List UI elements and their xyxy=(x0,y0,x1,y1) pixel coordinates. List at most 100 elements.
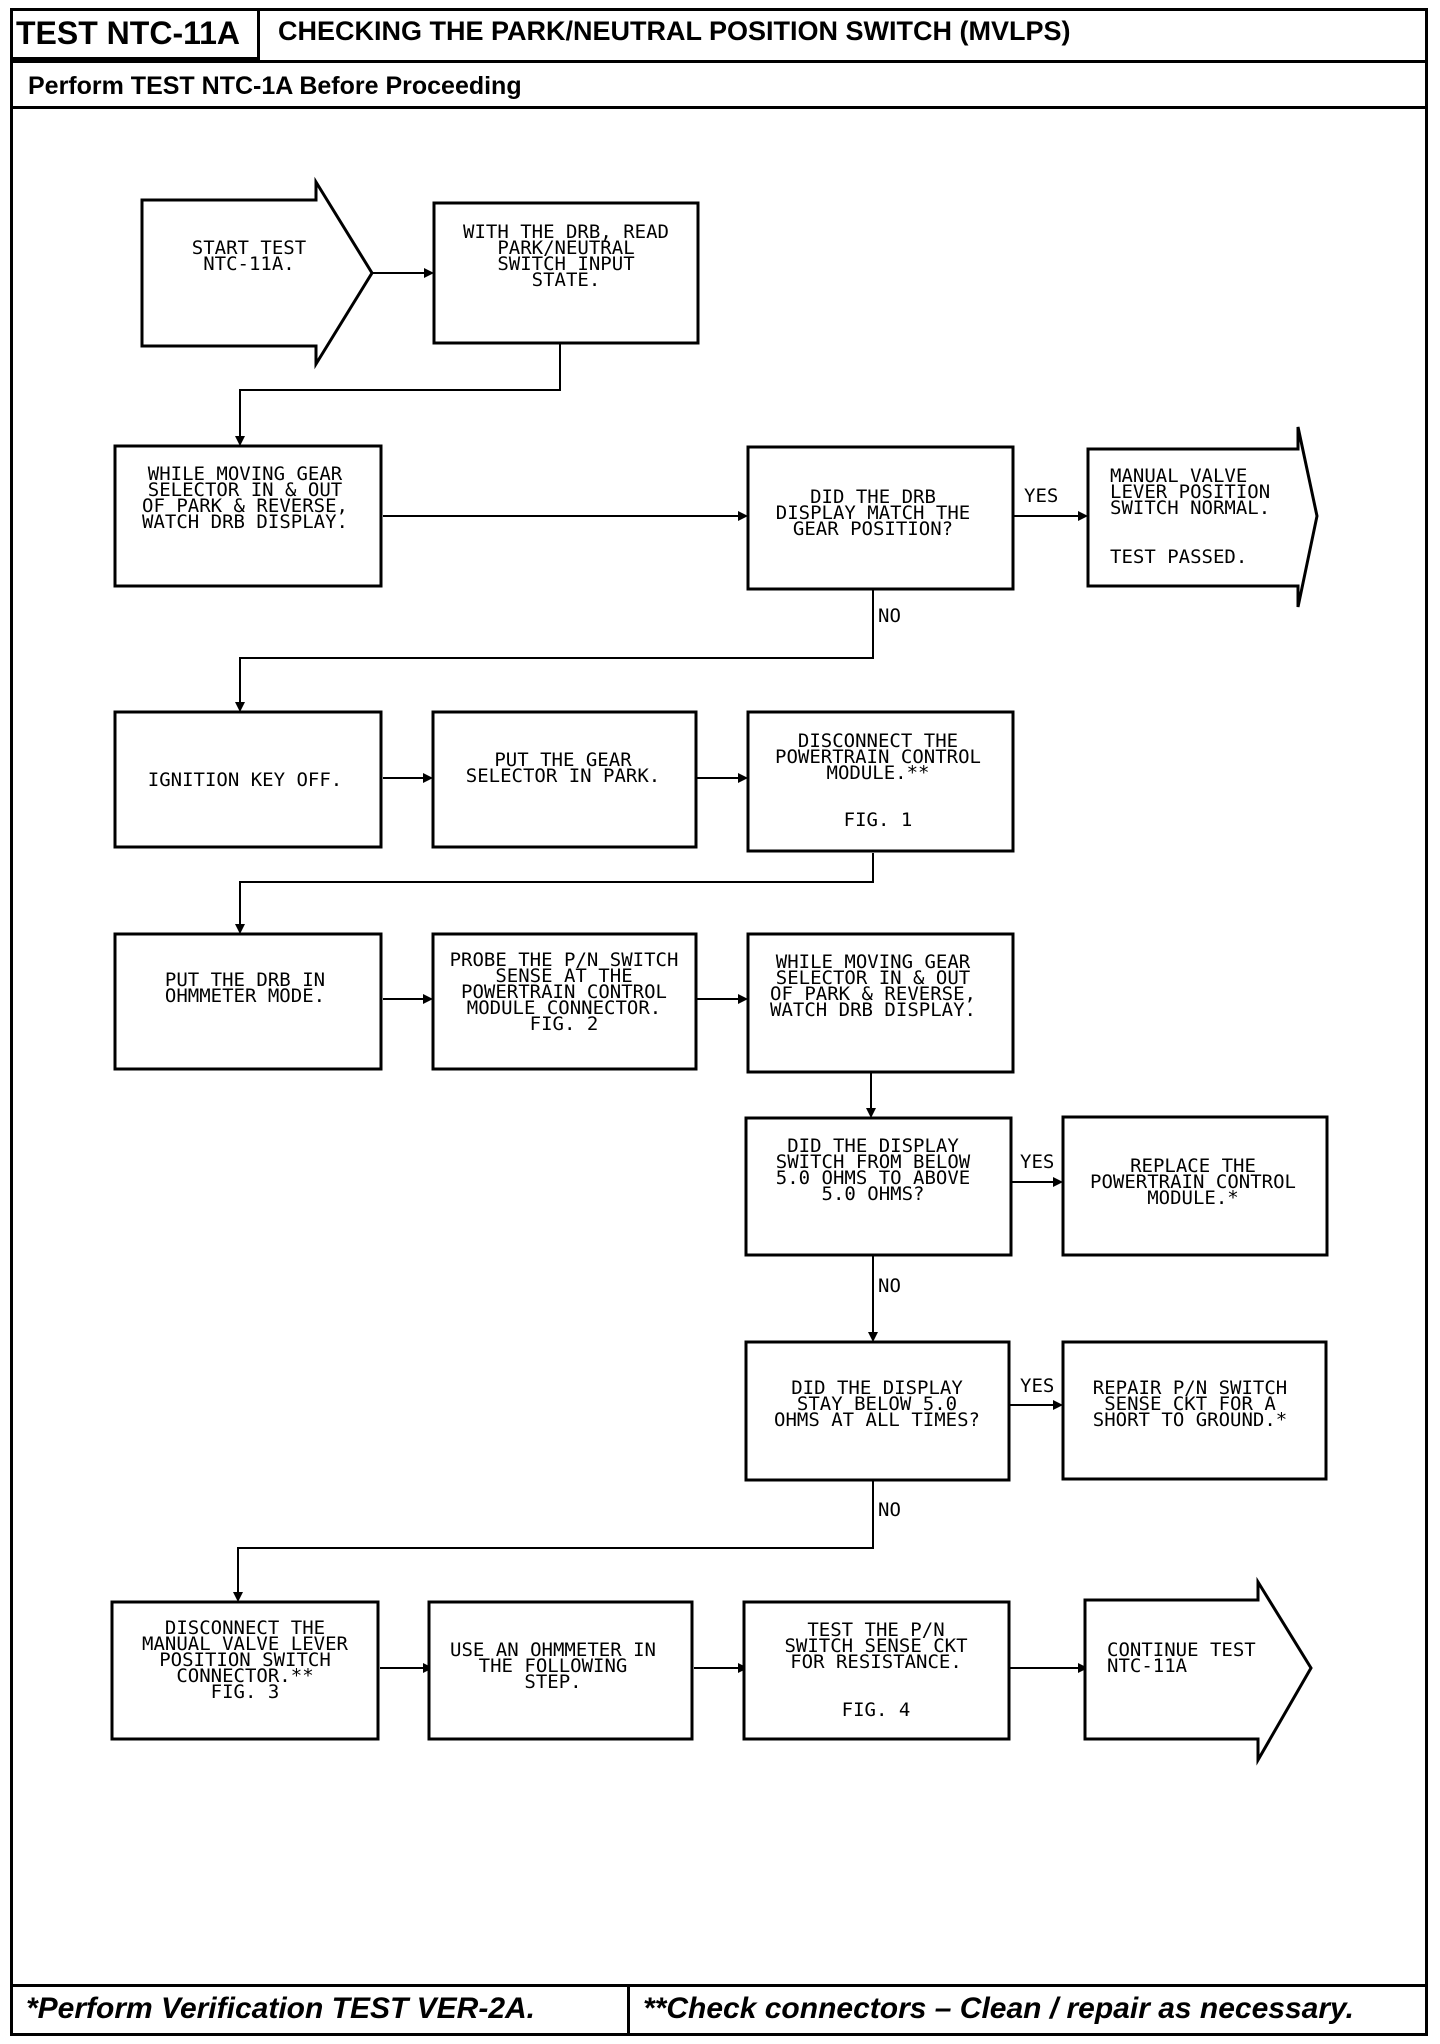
label-line: DID THE DISPLAY xyxy=(791,1377,963,1399)
label-line: OF PARK & REVERSE, xyxy=(142,495,348,517)
label-line: CONNECTOR.** xyxy=(176,1665,313,1687)
label-line: MANUAL VALVE LEVER xyxy=(142,1633,348,1655)
no-label: NO xyxy=(878,605,901,627)
prerequisite-note: Perform TEST NTC-1A Before Proceeding xyxy=(28,72,522,100)
label-line: REPAIR P/N SWITCH xyxy=(1093,1377,1287,1399)
label-line: DID THE DRB xyxy=(810,486,936,508)
probe-box xyxy=(431,932,698,1071)
label-line: SELECTOR IN & OUT xyxy=(148,479,342,501)
label-line: USE AN OHMMETER IN xyxy=(450,1639,656,1661)
q-below-box xyxy=(744,1340,1011,1482)
label-line: THE FOLLOWING xyxy=(479,1655,628,1677)
q-switch-box xyxy=(744,1116,1013,1257)
label-line: TEST THE P/N xyxy=(807,1619,944,1641)
label-line: POWERTRAIN CONTROL xyxy=(1090,1171,1296,1193)
continue-arrow-shape xyxy=(1083,1576,1313,1766)
move-gear-1-box xyxy=(113,444,383,588)
start-arrow-shape xyxy=(140,176,374,370)
page-title: CHECKING THE PARK/NEUTRAL POSITION SWITC… xyxy=(278,16,1071,46)
label-line: SELECTOR IN PARK. xyxy=(466,765,660,787)
label-line: POWERTRAIN CONTROL xyxy=(461,981,667,1003)
label-line: OHMS AT ALL TIMES? xyxy=(774,1409,980,1431)
label-line: STAY BELOW 5.0 xyxy=(797,1393,957,1415)
label-line: SWITCH INPUT xyxy=(497,253,634,275)
header-divider xyxy=(10,106,1428,109)
label-line: MANUAL VALVE xyxy=(1110,465,1247,487)
label-line: DISCONNECT THE xyxy=(798,730,958,752)
replace-pcm-box xyxy=(1061,1115,1329,1257)
label-line: FIG. 2 xyxy=(530,1013,599,1035)
disconnect-pcm-fig: FIG. 1 xyxy=(844,809,913,831)
use-ohm-box xyxy=(427,1600,694,1741)
yes-label: YES xyxy=(1024,485,1058,507)
label-line: PUT THE GEAR xyxy=(494,749,632,771)
gear-park-box xyxy=(431,710,698,849)
label-line: WATCH DRB DISPLAY. xyxy=(770,999,976,1021)
label-line: 5.0 OHMS TO ABOVE xyxy=(776,1167,970,1189)
no-label: NO xyxy=(878,1499,901,1521)
page-frame xyxy=(10,8,1428,2036)
read-drb-box xyxy=(432,201,700,345)
label-line: 5.0 OHMS? xyxy=(822,1183,925,1205)
label-line: SENSE CKT FOR A xyxy=(1104,1393,1276,1415)
disconnect-mvlps-box xyxy=(110,1600,380,1741)
label-line: START TEST xyxy=(192,237,306,259)
label-line: WHILE MOVING GEAR xyxy=(776,951,971,973)
ignition-off-box xyxy=(113,710,383,849)
label-line: PUT THE DRB IN xyxy=(165,969,325,991)
yes-label: YES xyxy=(1020,1151,1054,1173)
ignition-off-label: IGNITION KEY OFF. xyxy=(148,769,342,791)
flow-shapes xyxy=(110,176,1329,1766)
label-line: FIG. 3 xyxy=(211,1681,280,1703)
label-line: FOR RESISTANCE. xyxy=(790,1651,962,1673)
label-line: WITH THE DRB, READ xyxy=(463,221,669,243)
label-line: SWITCH SENSE CKT xyxy=(784,1635,967,1657)
label-line: LEVER POSITION xyxy=(1110,481,1270,503)
label-line: POWERTRAIN CONTROL xyxy=(775,746,981,768)
test-pn-box xyxy=(742,1600,1011,1741)
repair-box xyxy=(1061,1340,1328,1481)
footer-divider xyxy=(10,1984,1428,1987)
label-line: STEP. xyxy=(524,1671,581,1693)
label-line: DISCONNECT THE xyxy=(165,1617,325,1639)
test-id: TEST NTC-11A xyxy=(10,8,260,60)
move-gear-2-box xyxy=(746,932,1015,1074)
no-label: NO xyxy=(878,1275,901,1297)
label-line: SWITCH FROM BELOW xyxy=(776,1151,971,1173)
passed-arrow-shape xyxy=(1086,426,1319,608)
label-line: REPLACE THE xyxy=(1130,1155,1256,1177)
label-line: OF PARK & REVERSE, xyxy=(770,983,976,1005)
label-line: SHORT TO GROUND.* xyxy=(1093,1409,1287,1431)
flow-connectors xyxy=(233,268,1088,1673)
label-line: SELECTOR IN & OUT xyxy=(776,967,970,989)
label-line: MODULE CONNECTOR. xyxy=(467,997,661,1019)
header-divider xyxy=(10,60,1428,63)
label-line: GEAR POSITION? xyxy=(793,518,953,540)
drb-ohm-box xyxy=(113,932,383,1071)
label-line: MODULE.* xyxy=(1147,1187,1239,1209)
label-line: PARK/NEUTRAL xyxy=(497,237,634,259)
label-line: PROBE THE P/N SWITCH xyxy=(450,949,679,971)
footer-connector-note: **Check connectors – Clean / repair as n… xyxy=(643,1992,1354,2025)
test-pn-fig: FIG. 4 xyxy=(842,1699,911,1721)
label-line: IGNITION KEY OFF. xyxy=(148,769,342,791)
label-line: DISPLAY MATCH THE xyxy=(776,502,970,524)
label-line: SWITCH NORMAL. xyxy=(1110,497,1270,519)
footer-separator xyxy=(627,1984,630,2036)
